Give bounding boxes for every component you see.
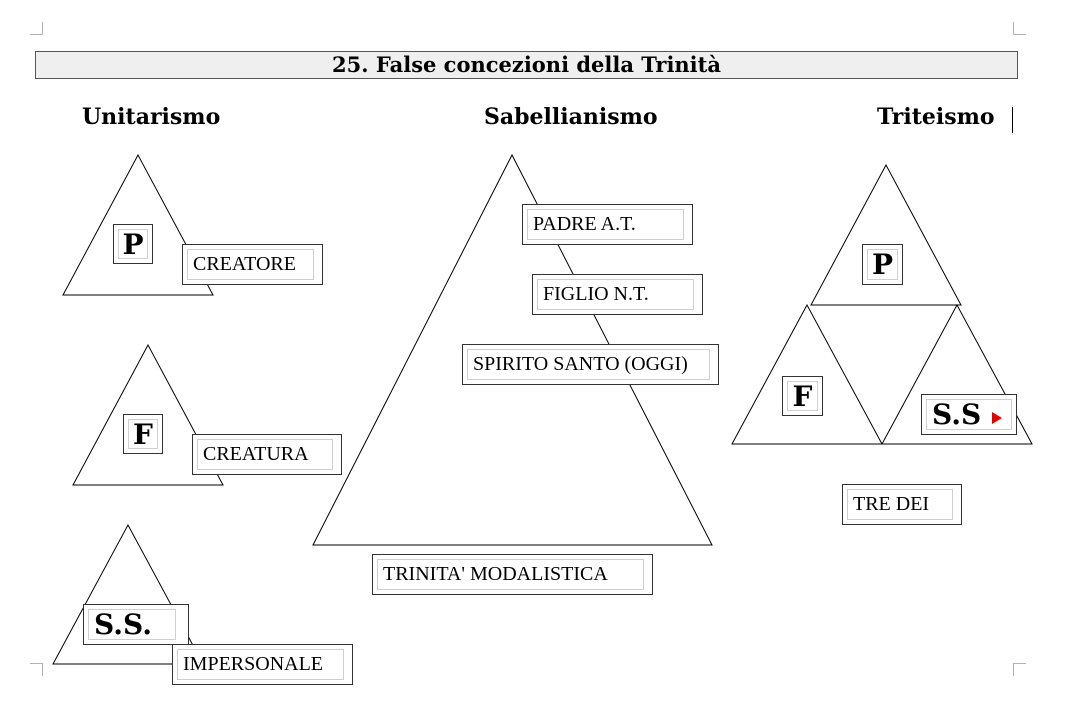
page-corner-bottom-left	[30, 663, 43, 676]
page-corner-top-left	[30, 22, 43, 35]
sabellianismo-mode-padre: PADRE A.T.	[533, 213, 636, 235]
heading-unitarismo: Unitarismo	[82, 104, 221, 130]
sabellianismo-label: TRINITA' MODALISTICA	[383, 563, 608, 585]
triteismo-spirito-letter: S.S	[921, 394, 1017, 435]
triteismo-padre-letter: P	[862, 244, 903, 285]
unitarismo-spirito-letter: S.S.	[83, 604, 189, 645]
unitarismo-figlio-label-box: CREATURA	[192, 434, 342, 475]
overflow-arrow-icon	[992, 412, 1002, 424]
triangle-triteismo-figlio	[731, 303, 883, 445]
sabellianismo-mode-figlio: FIGLIO N.T.	[543, 283, 649, 305]
unitarismo-figlio-label: CREATURA	[203, 443, 309, 465]
triteismo-label-box: TRE DEI	[842, 484, 962, 525]
page-title: 25. False concezioni della Trinità	[35, 51, 1018, 79]
unitarismo-spirito-label: IMPERSONALE	[183, 653, 324, 675]
triteismo-label: TRE DEI	[853, 493, 930, 515]
heading-sabellianismo: Sabellianismo	[484, 104, 658, 130]
triteismo-figlio-letter: F	[782, 376, 823, 416]
sabellianismo-label-box: TRINITA' MODALISTICA	[372, 554, 653, 595]
unitarismo-figlio-letter: F	[123, 414, 163, 454]
text-cursor	[1012, 107, 1013, 133]
unitarismo-padre-label: CREATORE	[193, 253, 296, 275]
unitarismo-spirito-label-box: IMPERSONALE	[172, 644, 353, 685]
page-corner-top-right	[1013, 22, 1026, 35]
page-corner-bottom-right	[1013, 663, 1026, 676]
sabellianismo-mode-spirito-box: SPIRITO SANTO (OGGI)	[462, 344, 719, 385]
unitarismo-padre-label-box: CREATORE	[182, 244, 323, 285]
triangle-triteismo-padre	[810, 163, 962, 306]
heading-triteismo: Triteismo	[877, 104, 995, 130]
sabellianismo-mode-figlio-box: FIGLIO N.T.	[532, 274, 703, 315]
sabellianismo-mode-padre-box: PADRE A.T.	[522, 204, 693, 245]
unitarismo-padre-letter: P	[113, 224, 153, 264]
sabellianismo-mode-spirito: SPIRITO SANTO (OGGI)	[473, 353, 688, 375]
